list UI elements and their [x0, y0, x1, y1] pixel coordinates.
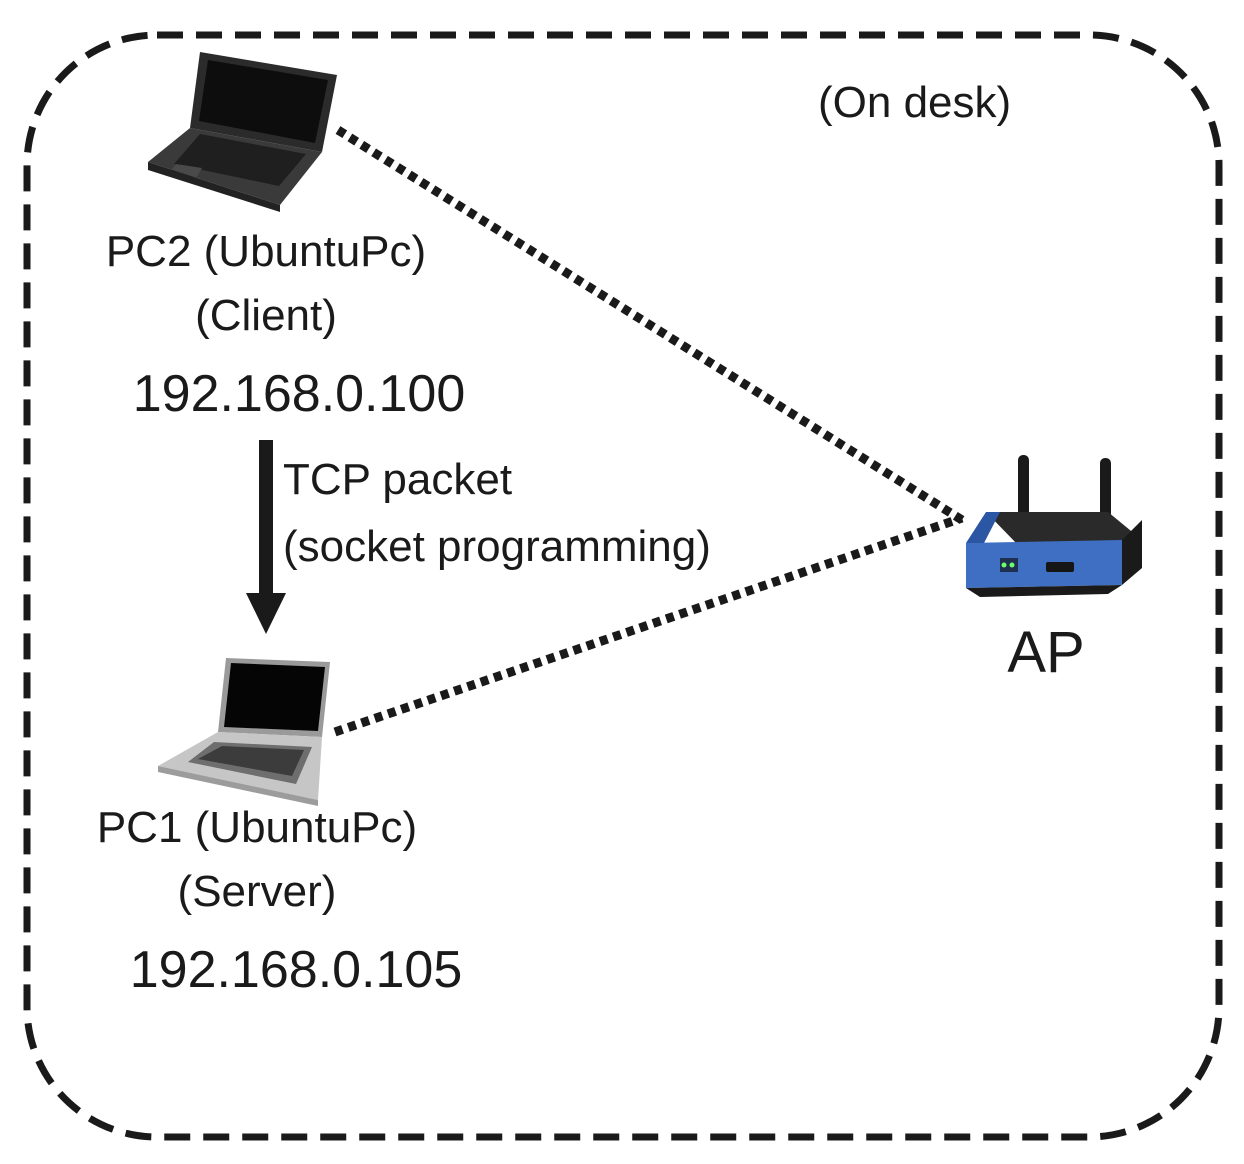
tcp-arrow: [246, 440, 286, 634]
pc2-name: PC2 (UbuntuPc): [105, 227, 427, 276]
tcp-label-line2: (socket programming): [283, 522, 711, 571]
wireless-link-pc2-ap: [335, 126, 965, 524]
tcp-label-line1: TCP packet: [283, 455, 513, 504]
wireless-router-icon: [966, 455, 1142, 597]
desk-label: (On desk): [818, 78, 1012, 127]
laptop-silver-icon: [158, 658, 330, 806]
pc2-role: (Client): [195, 291, 337, 340]
laptop-dark-icon: [148, 52, 337, 212]
ap-label: AP: [1007, 620, 1085, 685]
wireless-link-pc1-ap: [333, 513, 964, 737]
pc1-name: PC1 (UbuntuPc): [96, 803, 418, 852]
pc1-role: (Server): [177, 867, 337, 916]
pc1-ip: 192.168.0.105: [129, 941, 463, 999]
pc2-ip: 192.168.0.100: [132, 365, 466, 423]
